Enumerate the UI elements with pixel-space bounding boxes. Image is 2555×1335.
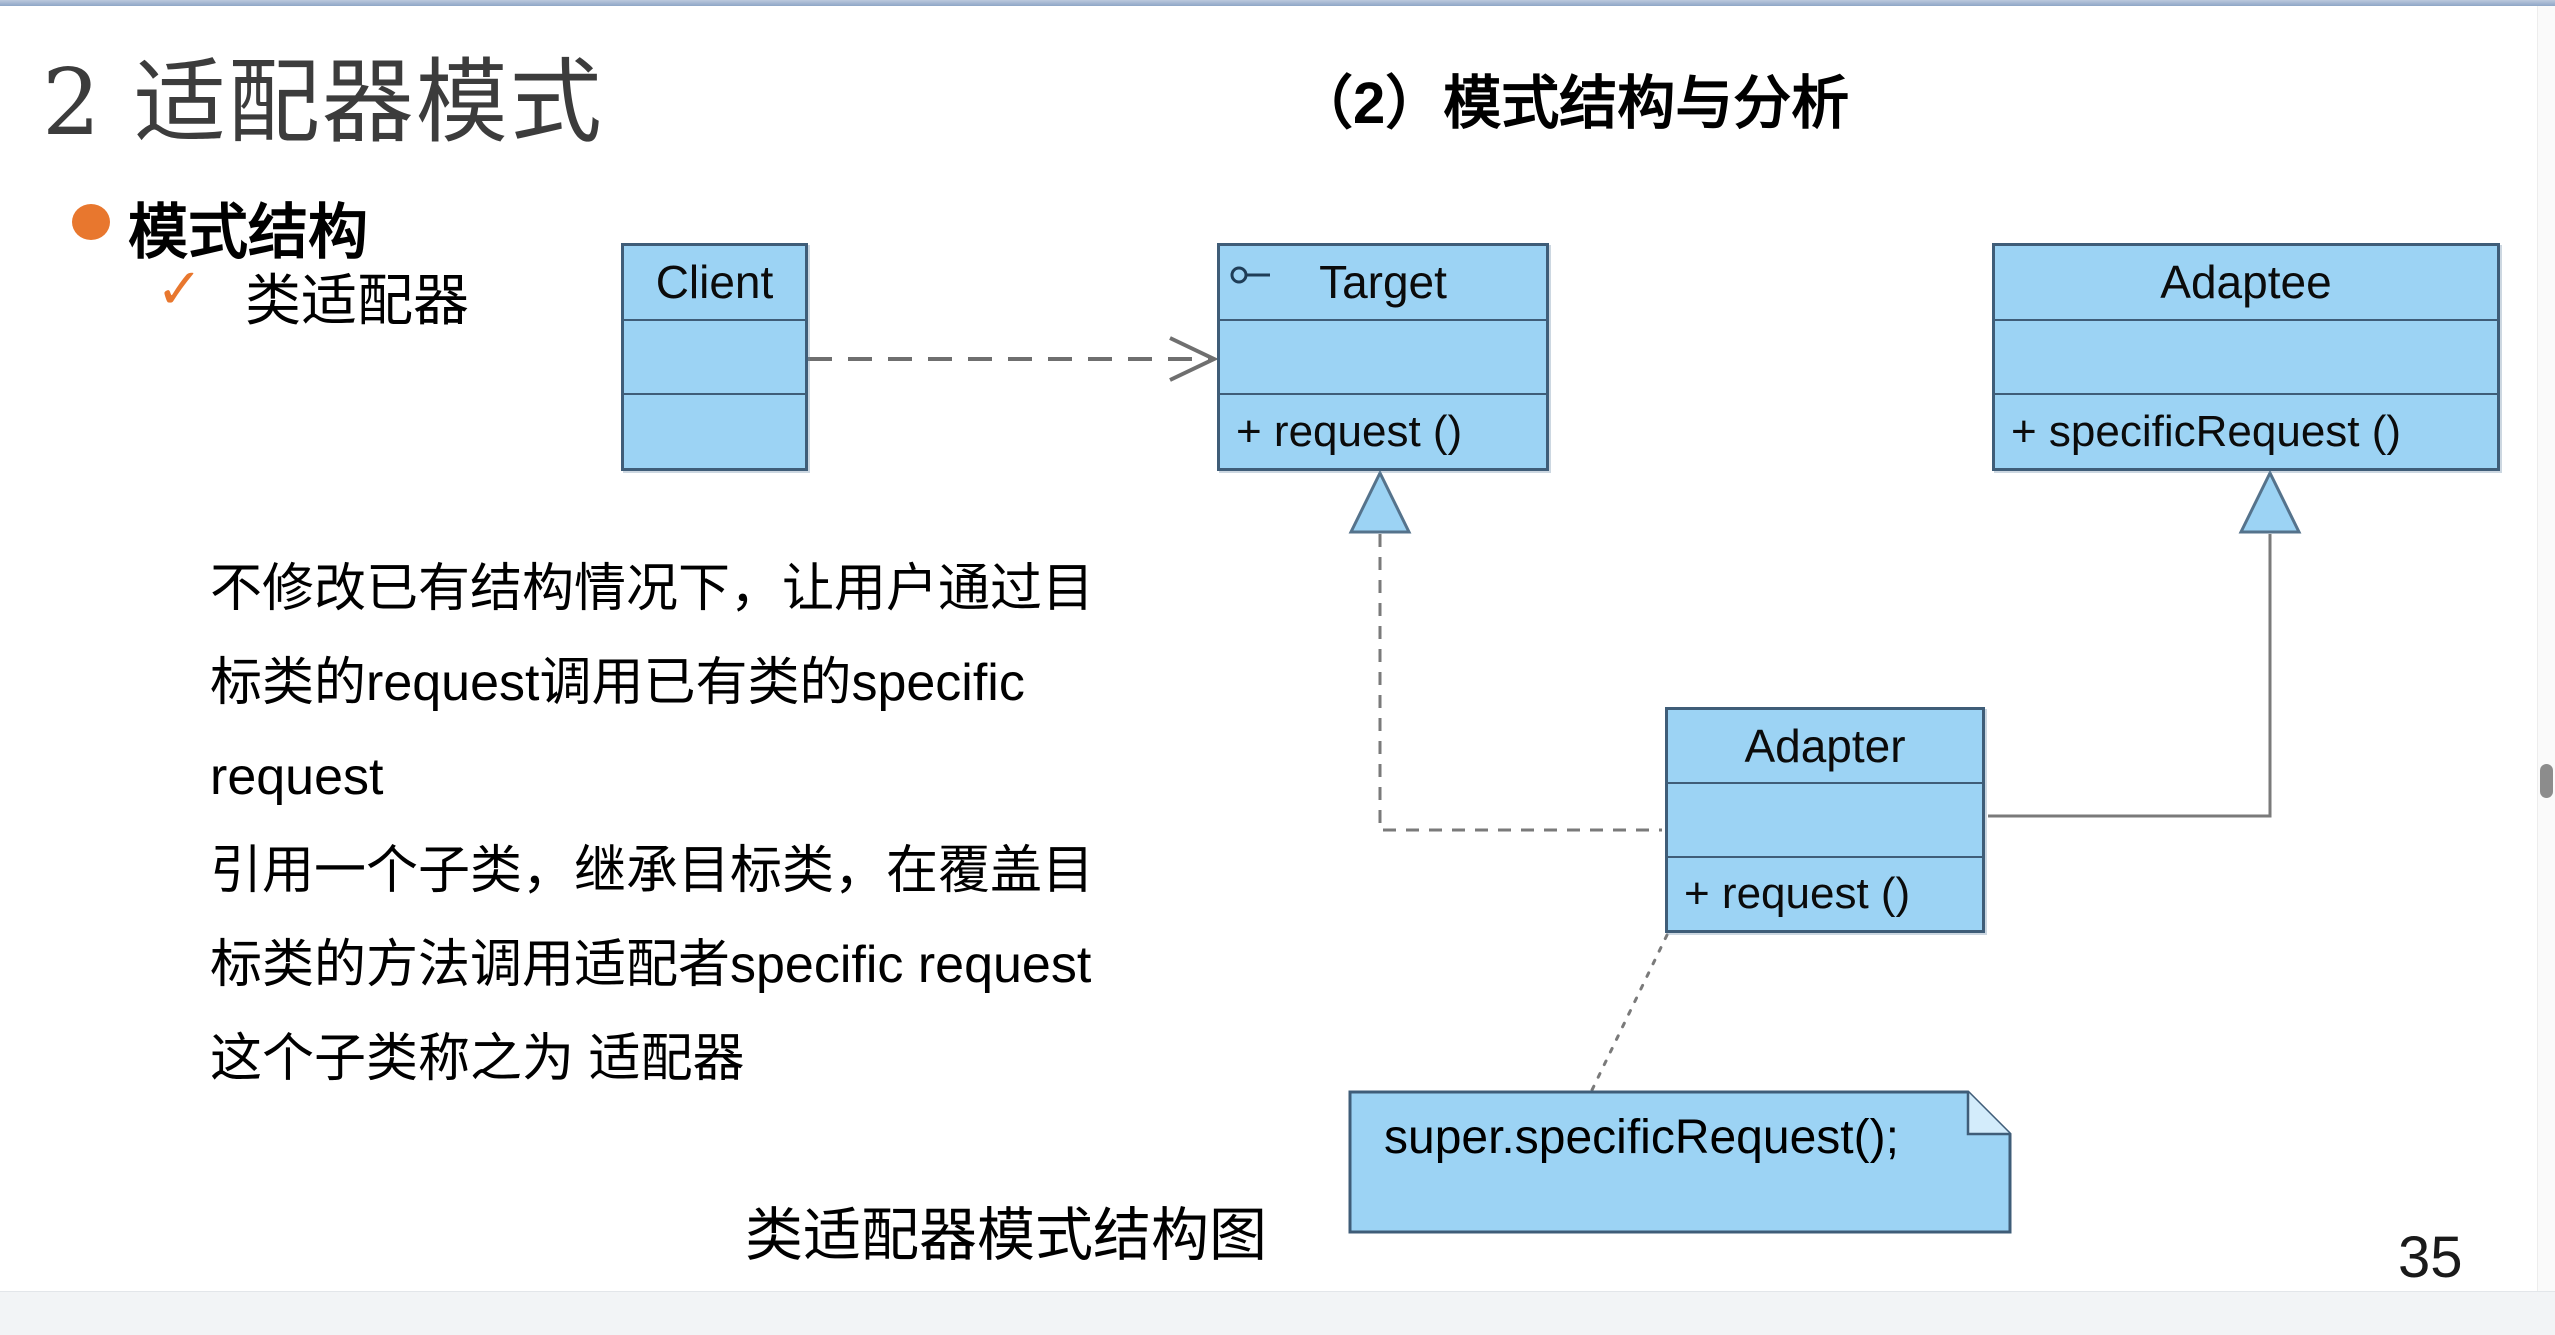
section-header: （2）模式结构与分析 — [1295, 71, 1850, 136]
paragraph-2-line: 标类的方法调用适配者specific request — [210, 936, 1092, 994]
adaptee-method: + specificRequest () — [2011, 406, 2402, 456]
vertical-scrollbar-track[interactable] — [2537, 6, 2555, 1291]
paragraph-1-line: request — [210, 748, 384, 806]
adaptee-attributes-compartment — [1995, 318, 2497, 394]
client-methods-compartment — [624, 393, 805, 468]
generalization-line-adapter-adaptee — [1988, 534, 2272, 818]
adapter-attributes-compartment — [1668, 782, 1982, 856]
paragraph-1: 不修改已有结构情况下，让用户通过目 标类的request调用已有类的specif… — [210, 542, 1094, 824]
uml-class-client: Client — [621, 243, 808, 471]
realization-triangle-target — [1348, 469, 1412, 534]
bullet-item-label: 模式结构 — [128, 199, 368, 266]
orange-bullet-icon — [72, 204, 110, 240]
uml-class-adaptee: Adaptee + specificRequest () — [1992, 243, 2500, 471]
uml-note-text: super.specificRequest(); — [1384, 1111, 1899, 1164]
figure-caption: 类适配器模式结构图 — [745, 1203, 1268, 1268]
paragraph-1-line: 标类的request调用已有类的specific — [210, 654, 1025, 712]
target-method: + request () — [1236, 406, 1463, 456]
bottom-status-bar — [0, 1291, 2555, 1335]
paragraph-2-line: 引用一个子类，继承目标类，在覆盖目 — [210, 842, 1095, 900]
checkmark-icon: ✓ — [156, 257, 203, 320]
paragraph-2: 引用一个子类，继承目标类，在覆盖目 标类的方法调用适配者specific req… — [210, 824, 1094, 1106]
realization-line-adapter-target — [1378, 534, 1662, 832]
page-number: 35 — [2398, 1225, 2463, 1290]
lollipop-interface-icon — [1230, 266, 1270, 284]
generalization-triangle-adaptee — [2238, 469, 2302, 534]
adapter-class-name: Adapter — [1744, 720, 1906, 772]
paragraph-2-line: 这个子类称之为 适配器 — [210, 1030, 745, 1088]
slide-title: 2 适配器模式 — [42, 49, 604, 156]
client-attributes-compartment — [624, 318, 805, 394]
adapter-method: + request () — [1684, 869, 1911, 918]
dependency-open-arrowhead — [1169, 336, 1219, 382]
target-class-name: Target — [1319, 256, 1447, 309]
paragraph-1-line: 不修改已有结构情况下，让用户通过目 — [210, 560, 1095, 618]
uml-class-adapter: Adapter + request () — [1665, 707, 1985, 933]
window-top-accent-strip — [0, 0, 2555, 6]
uml-note-fold-corner — [1966, 1092, 2010, 1136]
client-class-name: Client — [655, 256, 774, 309]
vertical-scrollbar-thumb[interactable] — [2540, 764, 2553, 798]
uml-note-shape — [1348, 1090, 2012, 1234]
uml-class-target: Target + request () — [1217, 243, 1549, 471]
check-item-label: 类适配器 — [245, 269, 469, 332]
note-anchor-line — [1590, 933, 1669, 1092]
adaptee-class-name: Adaptee — [2160, 256, 2332, 309]
target-attributes-compartment — [1220, 318, 1546, 394]
